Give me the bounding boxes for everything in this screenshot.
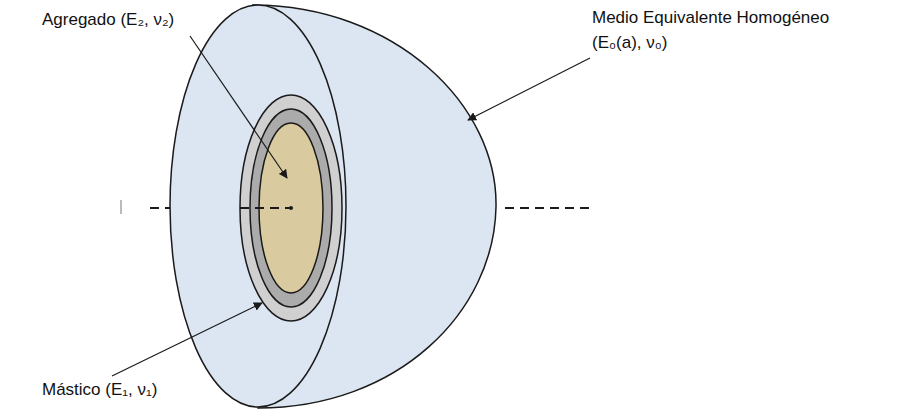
face-ellipse — [170, 5, 346, 407]
part-label: Agregado (E₂, ν₂) — [42, 8, 174, 33]
center-dot — [289, 206, 293, 210]
axis-line-inner — [240, 207, 290, 209]
leader-arrow — [112, 303, 262, 376]
aggregate-core — [259, 123, 323, 293]
axis-line-right — [505, 207, 592, 209]
mastic-outer — [240, 95, 342, 321]
tick-mark — [121, 200, 122, 214]
part-label: Mástico (E₁, ν₁) — [42, 378, 157, 403]
leader-arrow — [468, 58, 590, 120]
part-label: Medio Equivalente Homogéneo (E₀(a), ν₀) — [592, 6, 844, 55]
leader-arrow — [190, 36, 287, 178]
